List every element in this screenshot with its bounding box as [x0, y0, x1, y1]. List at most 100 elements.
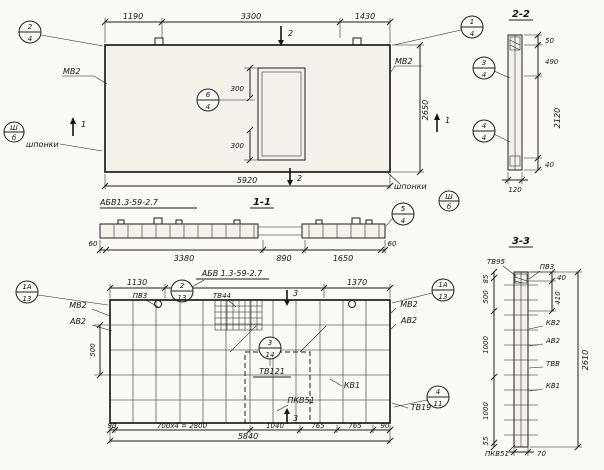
dim-490: 490	[545, 58, 559, 66]
section-mark-3-bottom: 3	[284, 408, 298, 424]
label-mv2-left: МВ2	[63, 67, 80, 76]
callout-top: 2	[180, 282, 185, 290]
av2-left-leader	[91, 324, 113, 332]
label-pkv51: ПКВ51	[287, 396, 314, 405]
label-kv2: КВ2	[546, 319, 561, 327]
dim-ticks	[534, 31, 542, 174]
dim-ticks-right	[416, 41, 424, 176]
kv1-leader	[329, 378, 343, 387]
section-number: 2	[297, 174, 302, 183]
section-title: 2-2	[512, 9, 530, 20]
callout-4-4: 4 4	[472, 119, 511, 143]
section-number: 2	[288, 29, 293, 38]
door-opening-inner	[261, 71, 302, 157]
callout-top: 1	[470, 18, 474, 26]
label-shponki: шпонки	[26, 140, 59, 149]
label-mv2-right: МВ2	[400, 300, 417, 309]
shponki-left: Ш б шпонки	[3, 121, 103, 152]
leader-line	[493, 70, 511, 79]
leader-line	[59, 143, 103, 152]
section-mark-2-bottom: 2	[287, 168, 302, 186]
arrow-up-icon	[434, 113, 440, 120]
extension-lines	[524, 34, 542, 171]
dim-1000-a: 1000	[482, 336, 490, 354]
callout-top: 1А	[22, 283, 31, 291]
door-opening	[257, 67, 306, 161]
cross-bars	[504, 284, 538, 436]
key-mark-top: Ш	[10, 124, 18, 132]
dim-60-right: 60	[388, 240, 397, 248]
section-number: 1	[445, 116, 450, 125]
kv2-leader	[528, 325, 544, 330]
label-pkv51: ПКВ51	[485, 450, 509, 458]
dim-1130: 1130	[127, 278, 147, 287]
dim-60-left: 60	[89, 240, 98, 248]
callout-2-13: 2 13	[170, 279, 205, 303]
key-mark-top: Ш	[445, 193, 453, 201]
callout-bottom: 13	[23, 295, 32, 303]
leader-line	[391, 292, 433, 304]
section-3-3: 3-3 ТВ95 ПВ3 КВ2 АВ2 ТВВ КВ1 ПКВ51 85 50…	[482, 236, 590, 458]
tv95-leader	[502, 265, 517, 277]
label-mv2-right: МВ2	[395, 57, 412, 66]
callout-top: 4	[482, 122, 486, 130]
label-shponki: шпонки	[394, 182, 427, 191]
callout-top: 5	[401, 205, 406, 213]
callout-bottom: 14	[266, 351, 275, 359]
dim-500: 500	[89, 343, 97, 357]
mesh-vertical-bars	[132, 300, 367, 423]
leader-line	[387, 172, 401, 185]
dim-ticks-bottom	[504, 176, 526, 184]
leader-line	[393, 399, 428, 408]
dim-5840: 5840	[238, 432, 258, 441]
dim-ticks-bottom	[510, 448, 532, 456]
leader-line	[40, 34, 104, 47]
door-extension-lines	[244, 67, 258, 161]
extension-lines-top	[104, 18, 391, 43]
strip-hooks	[153, 217, 361, 224]
lifting-loop-left	[154, 300, 162, 308]
av2-leader	[528, 343, 544, 347]
dim-1190: 1190	[123, 12, 143, 21]
dim-3380: 3380	[174, 254, 194, 263]
dim-3300: 3300	[241, 12, 261, 21]
strip-right	[301, 223, 386, 239]
callout-bottom: 4	[470, 30, 474, 38]
top-anchor-block	[514, 273, 528, 284]
arrow-down-icon	[278, 40, 284, 46]
dim-ticks-left	[490, 268, 498, 451]
extension-lines-bottom	[109, 425, 391, 443]
dim-ticks-overall	[574, 268, 582, 451]
dim-1040: 1040	[266, 422, 284, 430]
dim-70: 70	[537, 450, 546, 458]
leader-line	[37, 294, 109, 306]
section-title: 1-1	[253, 197, 271, 208]
label-av2-left: АВ2	[69, 317, 86, 326]
arrow-down-icon	[287, 180, 293, 186]
extension-lines	[99, 240, 386, 253]
label-tvv: ТВВ	[546, 360, 560, 368]
section-mark-2-top: 2	[278, 26, 293, 46]
callout-top: 2	[28, 23, 33, 31]
pv3-leader	[528, 270, 541, 280]
callout-bottom: 4	[482, 134, 486, 142]
tvv-leader	[528, 366, 544, 369]
strip-door-gap	[258, 226, 302, 236]
dim-2650: 2650	[421, 100, 430, 120]
diagonal-bars	[229, 325, 327, 353]
callout-bottom: 4	[28, 35, 32, 43]
label-mv2-left: МВ2	[69, 301, 86, 310]
callout-bottom: 4	[482, 71, 486, 79]
dim-2120: 2120	[553, 108, 562, 128]
dense-mesh-hatch	[215, 300, 262, 330]
callout-1a-13-right: 1А 13	[391, 278, 455, 304]
callout-5-4: 5 4	[385, 202, 415, 227]
extension-lines-overall	[530, 271, 582, 448]
panel-elevation: 1190 3300 1430 5920 2650 300 300 6 4	[3, 12, 484, 212]
label-pv3: ПВ3	[133, 292, 148, 300]
section-mark-3-top: 3	[284, 289, 298, 306]
dim-ticks-top	[106, 284, 394, 292]
callout-top: 6	[206, 91, 211, 99]
door-dim-ticks	[246, 64, 254, 164]
shponki-right: шпонки Ш б	[387, 172, 460, 212]
